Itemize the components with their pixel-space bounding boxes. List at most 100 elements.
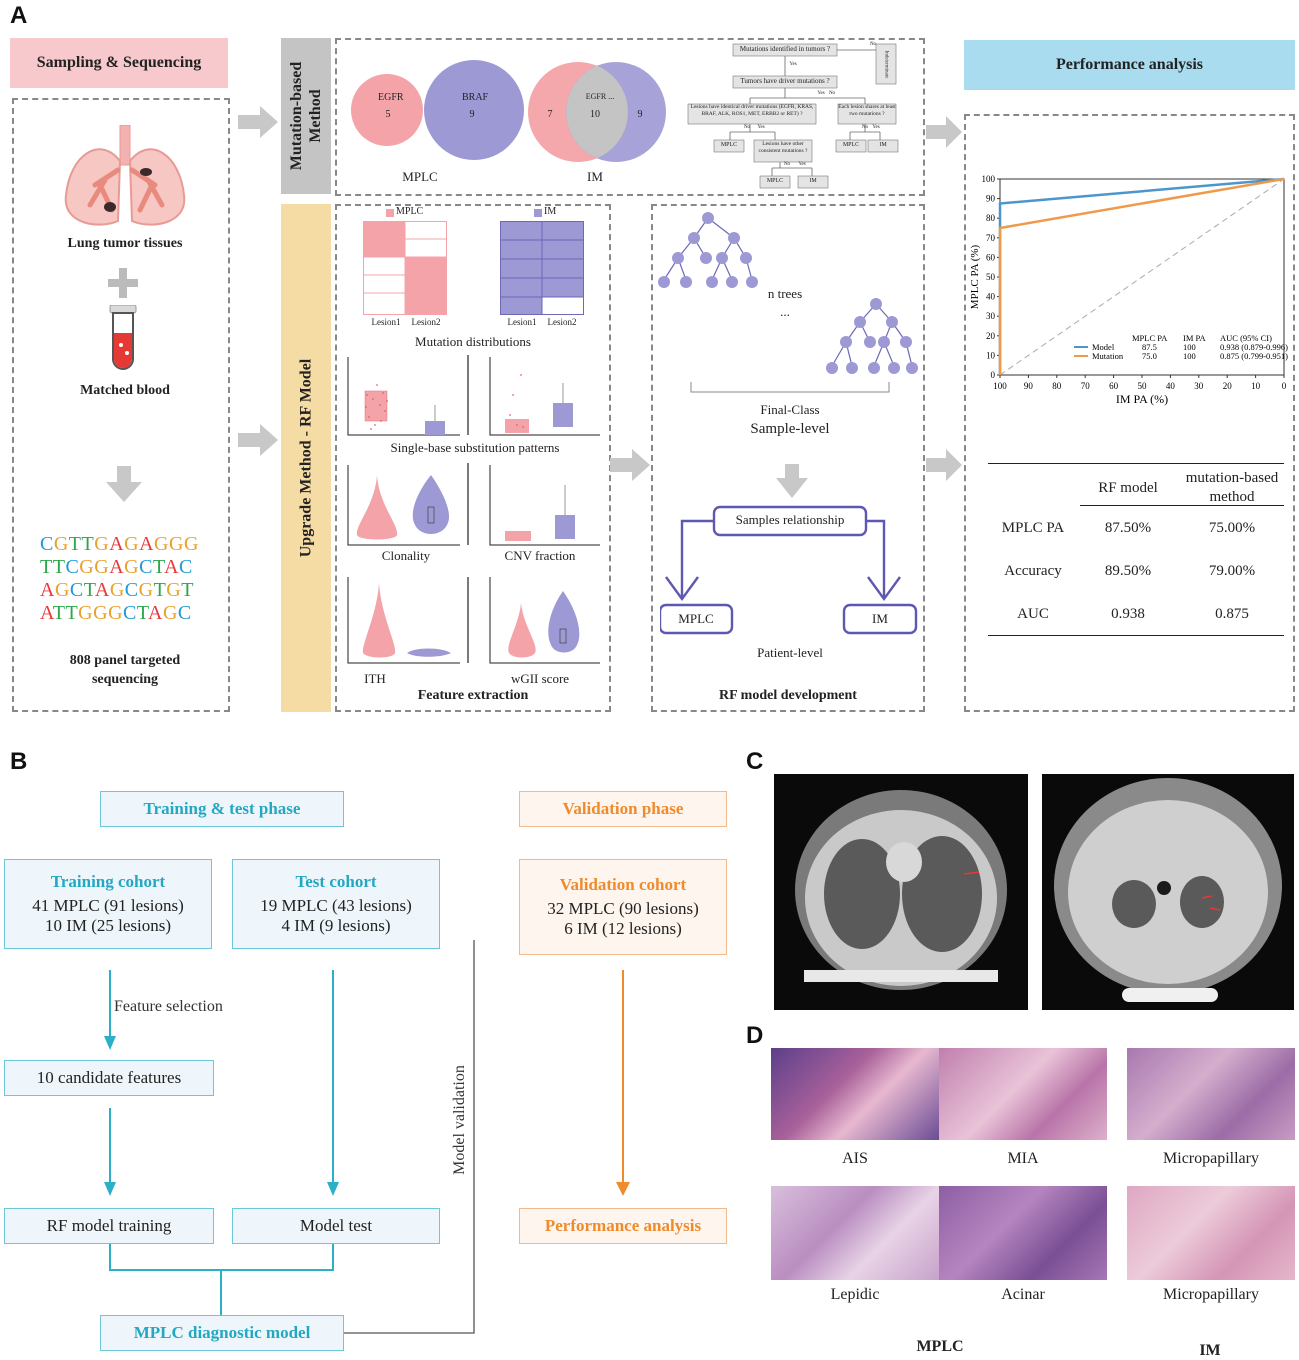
test-cohort-box: Test cohort 19 MPLC (43 lesions) 4 IM (9… bbox=[232, 859, 440, 949]
y-tick-label: 40 bbox=[986, 292, 996, 302]
flow-mplc: MPLC bbox=[720, 142, 738, 148]
lesion1-mplc: Lesion1 bbox=[371, 317, 401, 327]
diagnostic-model-label: MPLC diagnostic model bbox=[133, 1323, 311, 1342]
x-tick-label: 40 bbox=[1166, 381, 1176, 391]
label-ais: AIS bbox=[842, 1150, 868, 1167]
training-cohort-l2: 10 IM (25 lesions) bbox=[44, 916, 172, 935]
plus-icon bbox=[108, 268, 138, 298]
panel-c-label: C bbox=[746, 748, 764, 775]
x-tick-label: 0 bbox=[1282, 381, 1287, 391]
mutation-method-line2: Method bbox=[307, 89, 325, 143]
dna-base: C bbox=[123, 602, 137, 624]
dna-base: C bbox=[177, 602, 192, 624]
training-cohort-title: Training cohort bbox=[50, 872, 166, 891]
dna-base: G bbox=[138, 579, 154, 601]
venn-mplc-caption: MPLC bbox=[402, 169, 438, 184]
mutation-method-line1: Mutation-based bbox=[288, 61, 306, 171]
y-tick-label: 50 bbox=[986, 272, 996, 282]
legend-head-im: IM PA bbox=[1183, 333, 1206, 343]
y-tick-label: 0 bbox=[991, 370, 996, 380]
flow-q3: Lesions have identical driver mutations … bbox=[690, 104, 814, 117]
dna-base: G bbox=[166, 579, 182, 601]
feature-selection-label: Feature selection bbox=[114, 998, 223, 1015]
dna-base: C bbox=[124, 579, 139, 601]
x-tick-label: 60 bbox=[1109, 381, 1119, 391]
legend-name: Model bbox=[1092, 342, 1115, 352]
dna-base: G bbox=[154, 533, 169, 555]
x-tick-label: 30 bbox=[1194, 381, 1204, 391]
dna-base: G bbox=[79, 556, 95, 578]
lesion2-im: Lesion2 bbox=[547, 317, 577, 327]
trees-ellipsis: ... bbox=[780, 304, 790, 319]
dna-base: A bbox=[40, 602, 53, 624]
down-arrow-icon bbox=[776, 464, 808, 498]
legend-mplc: 75.0 bbox=[1142, 351, 1157, 361]
label-micropapillary-1: Micropapillary bbox=[1163, 1150, 1259, 1167]
ct-scan-2 bbox=[1042, 774, 1294, 1010]
legend-auc: 0.875 (0.799-0.951) bbox=[1220, 351, 1288, 361]
training-cohort-l1: 41 MPLC (91 lesions) bbox=[32, 896, 184, 915]
lesion2-mplc: Lesion2 bbox=[411, 317, 441, 327]
flow-mplc2: MPLC bbox=[842, 142, 860, 148]
legend-head-mplc: MPLC PA bbox=[1132, 333, 1168, 343]
dna-base: T bbox=[181, 579, 194, 601]
clonality-label: Clonality bbox=[381, 548, 431, 563]
venn-mplc-left: EGFR bbox=[378, 92, 404, 103]
venn-im-left-n: 7 bbox=[547, 109, 553, 120]
feature-extraction-title: Feature extraction bbox=[417, 688, 529, 703]
dna-base: T bbox=[40, 556, 53, 578]
rf-development-box bbox=[651, 204, 925, 712]
candidate-features-box: 10 candidate features bbox=[4, 1060, 214, 1096]
rf-mplc-box: MPLC bbox=[678, 611, 714, 626]
dna-base: G bbox=[78, 602, 94, 624]
blood-label: Matched blood bbox=[80, 383, 170, 398]
label-mia: MIA bbox=[1007, 1150, 1039, 1167]
flow-no1: No bbox=[869, 42, 877, 47]
sbs-label: Single-base substitution patterns bbox=[390, 440, 560, 455]
table-row-label: AUC bbox=[1017, 606, 1049, 622]
performance-label-b: Performance analysis bbox=[544, 1216, 702, 1235]
mutation-method-box bbox=[335, 38, 925, 196]
relationship-label: Samples relationship bbox=[735, 512, 845, 527]
venn-im-caption: IM bbox=[587, 169, 603, 184]
ntrees-label: n trees bbox=[767, 286, 803, 301]
dna-sequence-line: ATTGGGCTAGC bbox=[40, 602, 199, 625]
flow-q1: Mutations identified in tumors ? bbox=[739, 45, 831, 53]
legend-auc: 0.938 (0.879-0.996) bbox=[1220, 342, 1288, 352]
dna-base: T bbox=[153, 579, 167, 601]
legend-head-auc: AUC (95% CI) bbox=[1220, 333, 1272, 343]
dna-base: G bbox=[108, 602, 124, 624]
dna-base: G bbox=[54, 579, 70, 601]
y-tick-label: 20 bbox=[986, 331, 996, 341]
table-row-rf: 89.50% bbox=[1104, 563, 1152, 579]
dna-base: G bbox=[169, 533, 184, 555]
panel-label-2: sequencing bbox=[91, 672, 159, 687]
panel-a-label: A bbox=[10, 2, 28, 29]
dna-base: T bbox=[65, 602, 79, 624]
x-tick-label: 50 bbox=[1138, 381, 1148, 391]
legend-name: Mutation bbox=[1092, 351, 1124, 361]
venn-im-mid-n: 10 bbox=[590, 109, 600, 120]
patient-level-label: Patient-level bbox=[757, 645, 823, 660]
final-class-label: Final-Class bbox=[760, 402, 820, 417]
panel-label-1: 808 panel targeted bbox=[69, 653, 181, 668]
lung-label: Lung tumor tissues bbox=[67, 236, 183, 251]
flow-q5: Lesions have other consistent mutations … bbox=[758, 141, 808, 154]
dna-base: C bbox=[179, 556, 193, 578]
dna-base: A bbox=[94, 579, 110, 601]
dna-base: C bbox=[65, 556, 80, 578]
y-axis-label: MPLC PA (%) bbox=[969, 244, 981, 309]
x-tick-label: 20 bbox=[1223, 381, 1233, 391]
flow-indeterminate: Indeterminate bbox=[883, 50, 889, 78]
model-test-label: Model test bbox=[299, 1216, 373, 1235]
flow-yes1: Yes bbox=[789, 62, 797, 67]
down-arrow-icon bbox=[106, 466, 142, 502]
legend-im-swatch bbox=[534, 209, 542, 217]
dna-base: T bbox=[83, 579, 95, 601]
flow-yes4: Yes bbox=[872, 125, 880, 130]
rf-development-title: RF model development bbox=[719, 688, 857, 703]
y-tick-label: 70 bbox=[986, 233, 996, 243]
dna-base: A bbox=[109, 556, 125, 578]
flow-no4: No bbox=[861, 125, 869, 130]
